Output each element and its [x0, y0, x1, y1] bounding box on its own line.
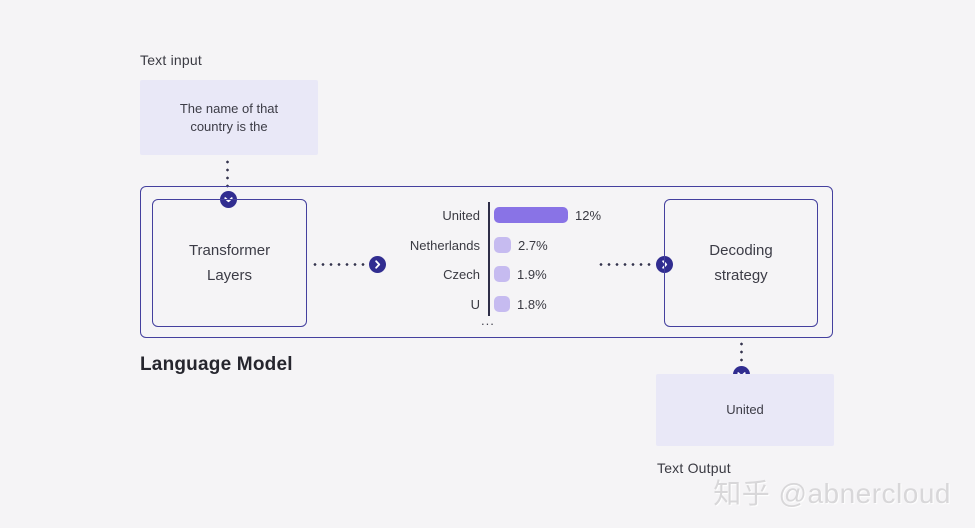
- language-model-title: Language Model: [140, 354, 293, 375]
- decoding-strategy-label: Decoding strategy: [709, 241, 773, 285]
- chart-bar: [494, 207, 568, 223]
- chart-row: Czech 1.9%: [380, 265, 547, 283]
- transformer-layers-label: Transformer Layers: [188, 241, 271, 285]
- text-output-label: Text Output: [657, 460, 731, 476]
- language-model-frame: [140, 186, 833, 338]
- decoding-strategy-box: Decoding strategy: [664, 199, 818, 327]
- chart-tick-label: U: [470, 296, 480, 312]
- connector-transformer-to-probs: [311, 263, 368, 266]
- chart-value-label: 12%: [575, 207, 602, 223]
- output-box: United: [656, 374, 834, 446]
- chart-row: United 12%: [380, 206, 601, 224]
- watermark: 知乎 @abnercloud: [713, 478, 951, 509]
- chart-bar: [494, 237, 511, 253]
- chart-value-label: 1.9%: [517, 266, 547, 282]
- chart-tick-label: Netherlands: [409, 237, 480, 253]
- transformer-layers-box: Transformer Layers: [152, 199, 307, 327]
- chart-ellipsis: ...: [481, 313, 495, 328]
- chart-row: U 1.8%: [380, 295, 547, 313]
- connector-decoding-to-output: [740, 340, 743, 366]
- chart-value-label: 1.8%: [517, 296, 547, 312]
- chart-bar: [494, 296, 510, 312]
- input-prompt-text: The name of that country is the: [179, 100, 279, 134]
- input-prompt-box: The name of that country is the: [140, 80, 318, 155]
- connector-probs-to-decoding: [597, 263, 653, 266]
- chart-row: Netherlands 2.7%: [380, 236, 548, 254]
- chevron-right-icon: [369, 256, 386, 273]
- chart-value-label: 2.7%: [518, 237, 548, 253]
- connector-input-to-model: [226, 158, 229, 190]
- chart-axis-line: [488, 202, 490, 316]
- chart-tick-label: Czech: [443, 266, 480, 282]
- text-input-label: Text input: [140, 52, 202, 68]
- output-text: United: [726, 402, 764, 418]
- chart-bar: [494, 266, 510, 282]
- chart-tick-label: United: [442, 207, 480, 223]
